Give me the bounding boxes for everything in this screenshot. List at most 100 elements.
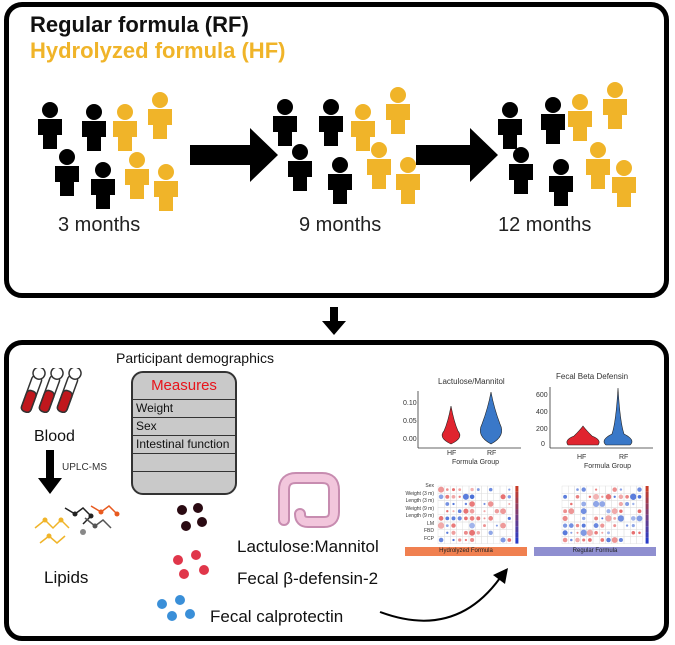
heat-colorbar-segment <box>515 537 519 544</box>
heat-cell <box>475 521 482 530</box>
heat-dot <box>613 516 617 520</box>
heat-cell <box>611 500 618 508</box>
heat-dot <box>637 494 642 499</box>
heat-cell <box>505 521 513 530</box>
heatmap-rf-caption: Regular Formula <box>572 548 618 554</box>
heat-dot <box>575 537 580 543</box>
heat-row-label: FCP <box>424 535 434 542</box>
heat-dot <box>500 522 506 529</box>
heat-cell <box>599 507 606 516</box>
heat-dot <box>562 523 568 528</box>
heat-dot <box>437 522 445 529</box>
down-arrow-icon <box>38 450 62 494</box>
heat-dot <box>494 508 500 514</box>
heat-cell <box>481 485 488 494</box>
assay-fecal-beta-defensin: Fecal β-defensin-2 <box>237 569 379 588</box>
heat-cell <box>592 507 600 516</box>
heat-dot <box>611 537 618 543</box>
heat-dot <box>601 495 604 498</box>
heat-cell <box>487 507 494 516</box>
heat-dot <box>507 538 512 542</box>
heat-dot <box>605 494 612 500</box>
heat-cell <box>567 492 575 501</box>
heat-dot <box>630 493 637 500</box>
heat-dot <box>469 529 476 536</box>
cohort-9-months-icons <box>273 87 420 204</box>
heat-dot <box>438 516 444 521</box>
heat-cell <box>567 485 575 494</box>
heat-dot <box>625 502 630 506</box>
heat-cell <box>605 521 612 530</box>
heat-cell <box>487 492 494 501</box>
heat-dot <box>500 537 506 543</box>
heat-dot <box>464 516 468 521</box>
heat-dot <box>464 502 468 506</box>
heat-cell <box>475 492 482 501</box>
heat-dot <box>612 487 617 492</box>
heat-dot <box>631 524 635 528</box>
measures-title: Measures <box>133 373 235 400</box>
intestine-icon <box>278 472 340 528</box>
heatmap-hf-caption: Hydrolyzed Formula <box>439 548 493 554</box>
heat-cell <box>487 521 494 530</box>
heat-dot <box>469 508 475 514</box>
heat-dot <box>601 517 604 520</box>
violin-plot-beta-defensin <box>549 387 653 449</box>
heat-cell <box>592 536 600 544</box>
heat-dot <box>451 494 456 499</box>
heat-cell <box>586 521 594 530</box>
heat-dot <box>500 494 506 500</box>
heat-dot <box>570 538 573 542</box>
heat-dot <box>605 515 612 522</box>
heat-dot <box>588 538 592 542</box>
assay-dots-graphic <box>157 503 209 621</box>
heat-dot <box>581 516 586 521</box>
heat-dot <box>495 524 498 527</box>
heat-dot <box>463 530 468 535</box>
heat-dot <box>582 538 586 542</box>
heat-dot <box>568 508 575 515</box>
heat-cell <box>623 514 631 523</box>
assay-fecal-calprotectin: Fecal calprotectin <box>210 607 344 626</box>
heat-cell <box>462 485 470 494</box>
heat-cell <box>567 514 575 523</box>
heat-dot <box>483 524 486 528</box>
down-arrow-icon <box>322 307 346 335</box>
heat-cell <box>574 507 581 516</box>
heat-dot <box>593 523 599 529</box>
heat-dot <box>445 502 450 506</box>
heat-colorbar-segment <box>645 491 649 498</box>
heat-colorbar-segment <box>645 537 649 544</box>
heat-dot <box>445 494 450 499</box>
plot1-ytick: 0.05 <box>403 418 417 425</box>
heat-cell <box>586 514 594 523</box>
heat-cell <box>505 529 513 537</box>
heat-dot <box>630 516 636 521</box>
lipids-label: Lipids <box>44 568 89 587</box>
heat-cell <box>456 500 464 508</box>
heat-dot <box>606 509 611 514</box>
heat-dot <box>576 531 579 534</box>
heat-dot <box>487 501 494 507</box>
plot1-xtick: RF <box>487 450 497 457</box>
plot1-xlabel: Formula Group <box>452 459 500 466</box>
heat-colorbar-segment <box>515 526 519 533</box>
heat-cell <box>505 536 513 544</box>
heat-cell <box>437 507 445 516</box>
heat-dot <box>469 516 475 521</box>
measure-item-empty <box>133 454 235 472</box>
heat-cell <box>462 521 470 530</box>
heat-colorbar-segment <box>645 526 649 533</box>
measure-item: Sex <box>133 418 235 436</box>
heat-dot <box>507 495 511 499</box>
heat-cell <box>617 529 625 537</box>
heat-cell <box>574 514 581 523</box>
measures-table: Measures Weight Sex Intestinal function <box>131 371 237 495</box>
heat-cell <box>443 536 451 544</box>
heat-dot <box>562 530 568 536</box>
heat-colorbar-segment <box>645 520 649 527</box>
heat-dot <box>476 488 480 492</box>
heat-cell <box>629 507 637 516</box>
heat-dot <box>469 522 475 529</box>
heat-dot <box>593 493 600 500</box>
